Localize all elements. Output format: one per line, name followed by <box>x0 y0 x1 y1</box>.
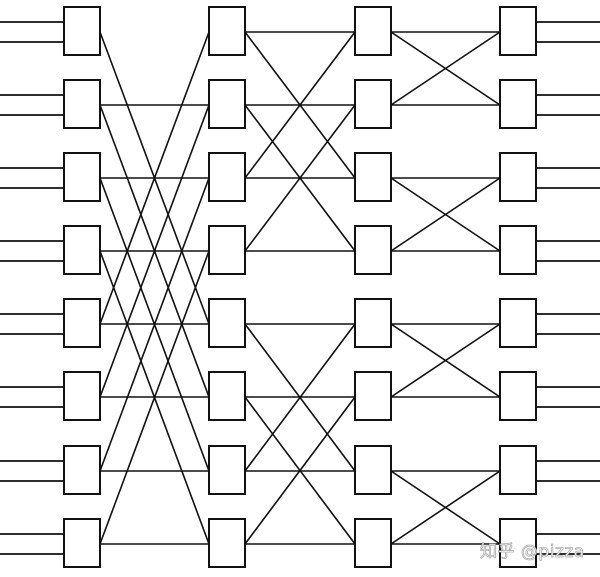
wire-s3r6-s4r5 <box>390 323 501 398</box>
wire-s1r6-s2r2 <box>99 104 210 398</box>
switch-box-stage3-row3 <box>354 152 392 202</box>
switch-box-stage1-row6 <box>63 371 101 421</box>
switch-box-stage4-row7 <box>499 445 537 495</box>
switch-box-stage2-row5 <box>208 298 246 348</box>
switch-box-stage4-row6 <box>499 371 537 421</box>
switch-box-stage3-row2 <box>354 79 392 129</box>
wire-s2r8-s3r6 <box>244 396 356 545</box>
switch-box-stage2-row8 <box>208 518 246 568</box>
switch-box-stage3-row5 <box>354 298 392 348</box>
switch-box-stage2-row6 <box>208 371 246 421</box>
switch-box-stage2-row2 <box>208 79 246 129</box>
switch-box-stage1-row4 <box>63 225 101 275</box>
switch-box-stage4-row1 <box>499 6 537 56</box>
switch-box-stage4-row2 <box>499 79 537 129</box>
switch-box-stage2-row7 <box>208 445 246 495</box>
wire-s1r5-s2r1 <box>99 31 210 325</box>
switch-box-stage1-row7 <box>63 445 101 495</box>
switch-box-stage3-row8 <box>354 518 392 568</box>
switch-box-stage1-row1 <box>63 6 101 56</box>
inter-stage-wires <box>99 31 501 545</box>
switch-boxes <box>63 6 537 568</box>
switch-box-stage3-row7 <box>354 445 392 495</box>
switch-box-stage4-row8 <box>499 518 537 568</box>
switch-box-stage1-row2 <box>63 79 101 129</box>
wire-s3r8-s4r7 <box>390 470 501 545</box>
switch-box-stage4-row3 <box>499 152 537 202</box>
switch-box-stage1-row5 <box>63 298 101 348</box>
wire-s2r3-s3r1 <box>244 31 356 179</box>
wire-s1r8-s2r4 <box>99 250 210 545</box>
switch-box-stage4-row4 <box>499 225 537 275</box>
switch-box-stage2-row3 <box>208 152 246 202</box>
wire-s2r4-s3r2 <box>244 104 356 252</box>
switch-box-stage3-row6 <box>354 371 392 421</box>
switch-box-stage3-row1 <box>354 6 392 56</box>
switch-box-stage3-row4 <box>354 225 392 275</box>
switch-box-stage4-row5 <box>499 298 537 348</box>
switch-box-stage1-row8 <box>63 518 101 568</box>
wire-s3r4-s4r3 <box>390 177 501 252</box>
wire-s1r7-s2r3 <box>99 177 210 472</box>
switch-box-stage2-row4 <box>208 225 246 275</box>
switch-box-stage2-row1 <box>208 6 246 56</box>
wire-s3r2-s4r1 <box>390 31 501 106</box>
input-output-lines <box>0 21 600 555</box>
wire-s2r7-s3r5 <box>244 323 356 472</box>
watermark: 知乎 @pizza <box>480 542 585 563</box>
switch-box-stage1-row3 <box>63 152 101 202</box>
